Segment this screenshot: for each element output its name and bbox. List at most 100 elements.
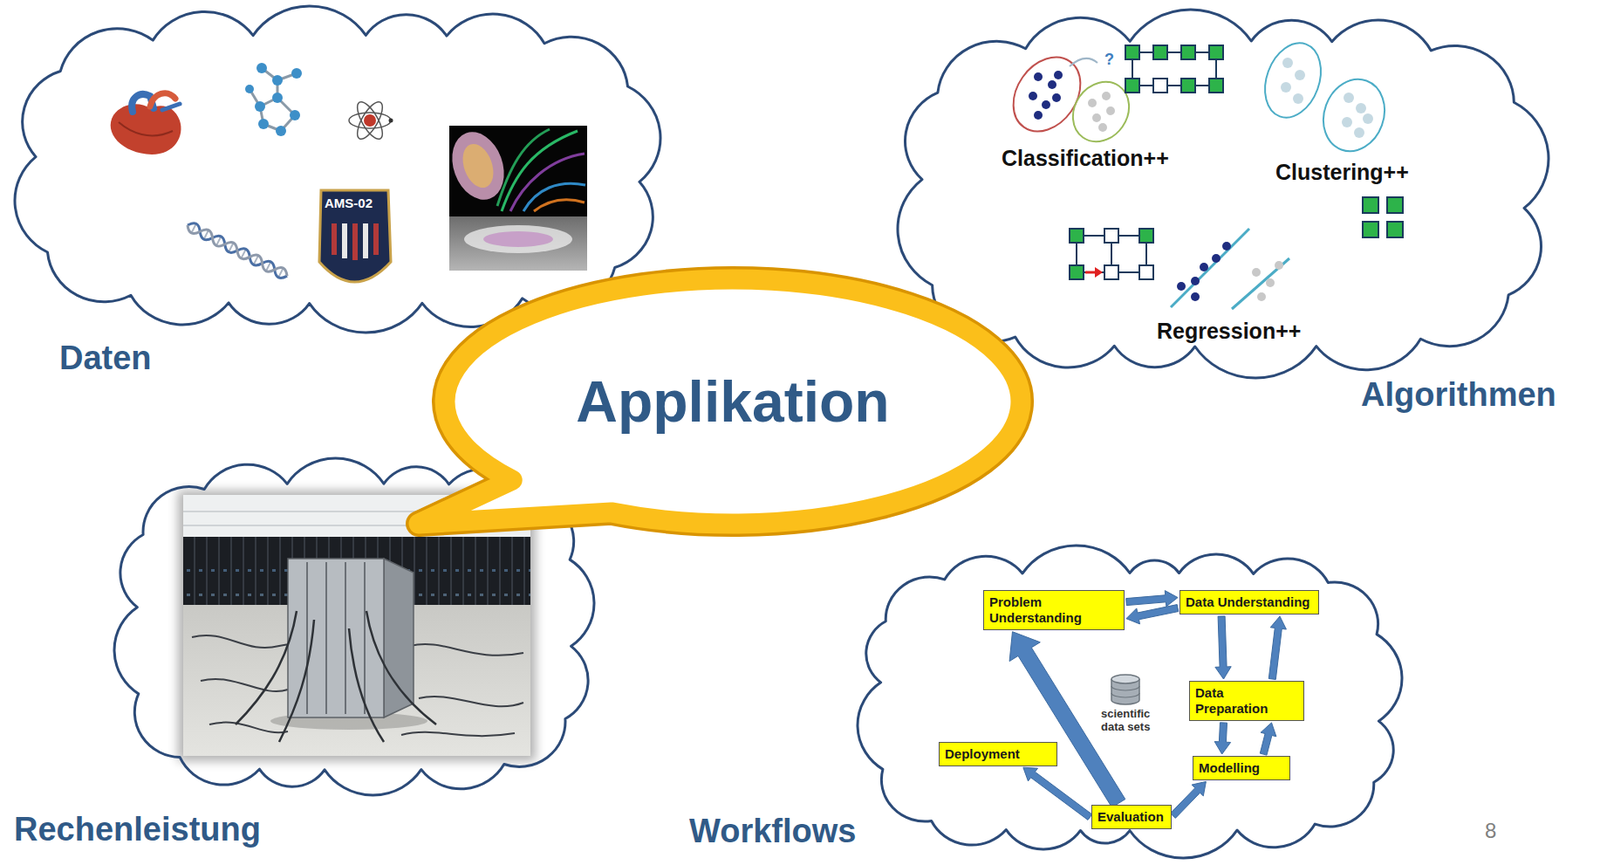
supercomputer-photo: [383, 558, 414, 718]
dna-icon: [266, 261, 271, 272]
graph-grid-icon: [1132, 84, 1217, 87]
patch-text: AMS-02: [324, 195, 373, 212]
database-icon: [1111, 674, 1140, 705]
regression-icon: [1139, 265, 1154, 280]
classification-icon: [1053, 70, 1063, 80]
supercomputer-photo: [183, 494, 531, 756]
dna-icon: [240, 248, 246, 259]
supercomputer-photo: [363, 561, 366, 714]
dna-icon: [184, 220, 289, 281]
regression-icon: [1069, 228, 1154, 280]
regression-icon: [1190, 292, 1200, 301]
brain-scan-image: [449, 216, 588, 271]
regression-icon: [1222, 241, 1231, 251]
classification-icon: [1106, 106, 1115, 116]
regression-icon: [1251, 260, 1284, 301]
classification-icon: [1047, 80, 1057, 89]
classification-icon: [1087, 91, 1115, 132]
box-label: Modelling: [1198, 759, 1260, 776]
brain-scan-image: [443, 124, 513, 207]
regression-icon: [1094, 266, 1103, 278]
classification-icon: [1092, 113, 1101, 123]
atom-icon: [348, 112, 391, 129]
clustering-icon: [1313, 70, 1395, 160]
clustering-icon: [1280, 82, 1292, 93]
dna-icon: [184, 220, 289, 281]
supercomputer-photo: [306, 561, 308, 714]
question-mark: ?: [1104, 50, 1115, 70]
regression-icon: [1211, 253, 1221, 263]
flow-arrow: [1023, 766, 1093, 820]
atom-icon: [363, 114, 377, 127]
molecule-icon: [245, 62, 302, 137]
dna-icon: [278, 267, 283, 278]
algorithm-cloud: Classification++Clustering++Regression++…: [895, 6, 1552, 381]
cloud-shape: [12, 3, 664, 336]
clustering-icon: [1294, 69, 1306, 81]
dna-icon: [204, 230, 209, 240]
process-box: Deployment: [938, 741, 1058, 766]
cloud-label: Daten: [55, 338, 156, 379]
regression-icon: [1085, 271, 1096, 274]
molecule-icon: [272, 92, 283, 103]
brain-scan-image: [497, 129, 586, 212]
cloud-label: Rechenleistung: [10, 809, 265, 850]
brain-scan-image: [464, 225, 573, 253]
molecule-icon: [275, 125, 287, 137]
bubble-title: Applikation: [427, 367, 1039, 437]
dna-icon: [228, 242, 233, 253]
flow-arrow: [1126, 604, 1179, 624]
flow-arrow: [1215, 615, 1231, 679]
box-label: Deployment: [944, 745, 1020, 762]
mission-patch: [373, 223, 379, 255]
regression-icon: [1104, 265, 1119, 280]
regression-icon: [1170, 228, 1250, 308]
supercomputer-photo: [235, 610, 297, 725]
speech-bubble: Applikation: [427, 261, 1039, 541]
brain-scan-image: [523, 183, 586, 212]
database-icon: [1111, 685, 1140, 691]
dna-icon: [184, 220, 289, 281]
clustering-icon: [1255, 34, 1331, 125]
graph-grid-icon: [1209, 45, 1224, 60]
regression-icon: [1069, 265, 1084, 280]
clustering-icon: [1255, 34, 1403, 238]
database-icon: [1111, 692, 1140, 698]
regression-icon: [1257, 292, 1266, 301]
graph-grid-icon: [1125, 45, 1224, 93]
molecule-icon: [289, 109, 301, 121]
supercomputer-photo: [410, 643, 524, 656]
classification-icon: [999, 44, 1141, 153]
brain-scan-image: [457, 139, 500, 192]
flow-arrow: [1170, 780, 1207, 818]
supercomputer-photo: [344, 561, 347, 714]
regression-icon: [1231, 258, 1290, 309]
graph-grid-icon: [1153, 78, 1168, 93]
process-box: Problem Understanding: [983, 589, 1125, 630]
mission-patch: [331, 223, 337, 255]
mission-patch: [341, 223, 348, 259]
box-label: Problem Understanding: [989, 594, 1119, 626]
graph-grid-icon: [1181, 45, 1196, 60]
brain-scan-image: [443, 124, 588, 271]
classification-icon: [1087, 98, 1097, 108]
clustering-icon: [1280, 57, 1374, 138]
regression-icon: [1104, 228, 1119, 243]
mission-patch: [319, 190, 391, 282]
atom-icon: [352, 98, 388, 144]
molecule-icon: [272, 75, 283, 86]
clustering-icon: [1362, 113, 1374, 124]
regression-icon: [1139, 228, 1154, 243]
graph-grid-icon: [1132, 51, 1217, 54]
molecule-icon: [245, 84, 254, 94]
regression-icon: [1190, 276, 1200, 286]
regression-icon: [1069, 228, 1084, 243]
atom-icon: [352, 98, 388, 144]
algorithm-label: Regression++: [1153, 317, 1305, 344]
supercomputer-photo: [235, 610, 437, 742]
brain-scan-image: [483, 231, 554, 247]
clustering-icon: [1292, 93, 1304, 104]
classification-icon: [1052, 93, 1061, 103]
